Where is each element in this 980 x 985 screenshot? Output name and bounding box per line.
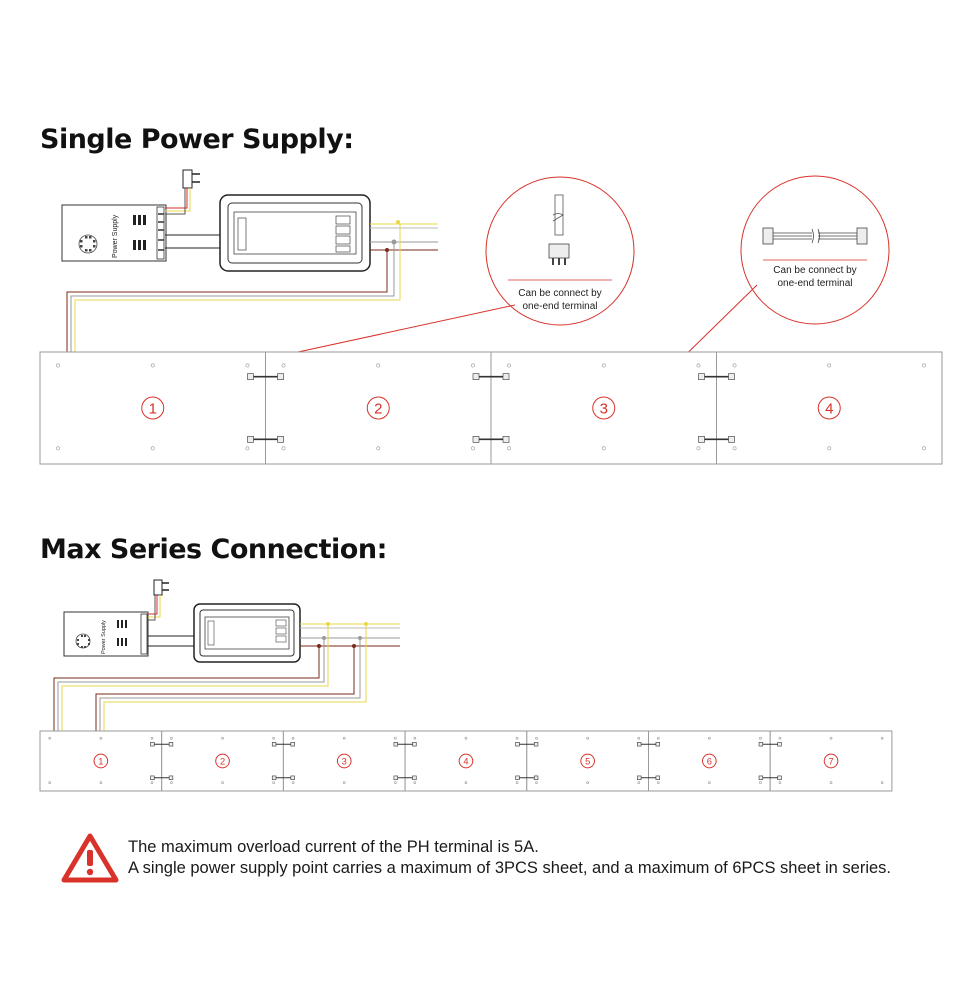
warning-text-line2: A single power supply point carries a ma… xyxy=(128,859,892,877)
controller-unit-series xyxy=(193,603,301,663)
callout-left-line1: Can be connect by xyxy=(518,288,601,299)
controller-unit xyxy=(219,194,371,272)
callout-right-line1: Can be connect by xyxy=(773,265,856,276)
single-panel-label: 4 xyxy=(825,401,833,418)
single-panel-2: 2 xyxy=(265,351,492,465)
single-supply-section: Power Supply xyxy=(39,169,943,465)
callout-left-line2: one-end terminal xyxy=(522,301,597,312)
series-panel-label: 5 xyxy=(585,756,590,766)
panel-connector-icon xyxy=(698,373,735,380)
panel-connector-icon xyxy=(472,436,510,443)
panel-connector-icon xyxy=(247,436,284,443)
panel-connector-icon xyxy=(515,775,539,780)
terminal-callout-right: Can be connect by one-end terminal xyxy=(740,175,890,325)
panel-connector-icon xyxy=(637,742,660,747)
mains-plug-icon xyxy=(165,169,200,215)
callout-right-line2: one-end terminal xyxy=(777,278,852,289)
extension-cable-icon xyxy=(762,227,868,245)
series-panel-label: 6 xyxy=(707,756,712,766)
series-section: Power Supply xyxy=(39,579,893,792)
output-wires xyxy=(66,220,438,370)
series-panel-6: 6 xyxy=(648,730,771,792)
mains-plug-icon-series xyxy=(148,579,169,621)
power-supply-unit-series: Power Supply xyxy=(63,611,149,657)
series-panel-label: 7 xyxy=(828,756,833,766)
fan-icon xyxy=(78,234,98,254)
series-panel-4: 4 xyxy=(404,730,528,792)
panel-connector-icon xyxy=(271,742,295,747)
series-panel-2: 2 xyxy=(161,730,284,792)
panel-connector-icon xyxy=(393,742,417,747)
single-panel-label: 1 xyxy=(149,401,157,418)
pointer-line-left xyxy=(80,304,516,358)
warning-text-line1: The maximum overload current of the PH t… xyxy=(128,838,539,856)
panel-strip-single: 1 2 3 4 xyxy=(39,351,943,465)
panel-connector-icon xyxy=(247,373,284,380)
panel-connector-icon xyxy=(271,775,295,780)
single-panel-label: 2 xyxy=(374,401,382,418)
single-panel-4: 4 xyxy=(716,351,943,465)
series-panel-3: 3 xyxy=(282,730,406,792)
panel-connector-icon xyxy=(515,742,539,747)
series-panel-label: 3 xyxy=(342,756,347,766)
panel-connector-icon xyxy=(698,436,735,443)
panel-connector-icon xyxy=(637,775,660,780)
series-panel-label: 1 xyxy=(98,756,103,766)
series-panel-7: 7 xyxy=(769,730,893,792)
section-title-series: Max Series Connection: xyxy=(40,534,387,565)
panel-connector-icon xyxy=(393,775,417,780)
single-panel-3: 3 xyxy=(490,351,717,465)
terminal-callout-left: Can be connect by one-end terminal xyxy=(485,176,635,326)
ph-terminal-icon xyxy=(548,194,570,265)
series-panel-5: 5 xyxy=(526,730,649,792)
warning-triangle-icon xyxy=(61,833,119,883)
panel-connector-icon xyxy=(150,775,174,780)
series-panel-label: 2 xyxy=(220,756,225,766)
panel-connector-icon xyxy=(758,775,782,780)
series-panel-label: 4 xyxy=(463,756,468,766)
panel-connector-icon xyxy=(150,742,174,747)
power-supply-label: Power Supply xyxy=(112,214,119,258)
power-supply-unit: Power Supply xyxy=(61,204,167,262)
single-panel-1: 1 xyxy=(39,351,266,465)
single-panel-label: 3 xyxy=(600,401,608,418)
panel-connector-icon xyxy=(472,373,510,380)
panel-connector-icon xyxy=(758,742,782,747)
section-title-single: Single Power Supply: xyxy=(40,124,354,155)
power-supply-label-series: Power Supply xyxy=(101,620,107,654)
output-wires-series xyxy=(53,622,400,740)
series-panel-1: 1 xyxy=(39,730,163,792)
panel-strip-series: 1 2 3 4 5 6 7 xyxy=(39,730,893,792)
fan-icon-series xyxy=(75,633,91,649)
